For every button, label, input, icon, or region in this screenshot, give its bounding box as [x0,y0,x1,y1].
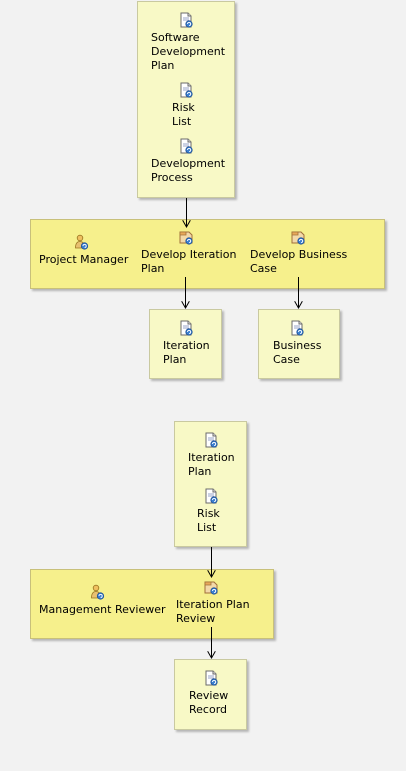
role-management-reviewer[interactable]: Management Reviewer [39,603,166,616]
output-box-business-case: Business Case [258,309,340,379]
artifact-software-development-plan[interactable]: Software Development Plan [151,31,226,72]
input-artifacts-box: Software Development Plan Risk List Deve… [137,1,235,198]
artifact-business-case[interactable]: Business Case [273,339,322,366]
artifact-review-record[interactable]: Review Record [189,689,229,716]
task-develop-business-case[interactable]: Develop Business Case [250,248,348,275]
task-develop-iteration-plan[interactable]: Develop Iteration Plan [141,248,237,275]
role-project-manager[interactable]: Project Manager [39,253,129,266]
output-box-iteration-plan: Iteration Plan [149,309,222,379]
artifact-development-process[interactable]: Development Process [151,157,226,184]
input-artifacts-box-2: Iteration Plan Risk List [174,421,247,547]
output-box-review-record: Review Record [174,659,247,730]
artifact-risk-list-input[interactable]: Risk List [197,507,220,534]
artifact-iteration-plan-input[interactable]: Iteration Plan [188,451,235,478]
artifact-risk-list[interactable]: Risk List [172,101,195,128]
role-band-management-reviewer: Management Reviewer Iteration Plan Revie… [30,569,274,639]
role-band-project-manager: Project Manager Develop Iteration Plan D… [30,219,385,289]
artifact-iteration-plan[interactable]: Iteration Plan [163,339,210,366]
task-iteration-plan-review[interactable]: Iteration Plan Review [176,598,250,625]
